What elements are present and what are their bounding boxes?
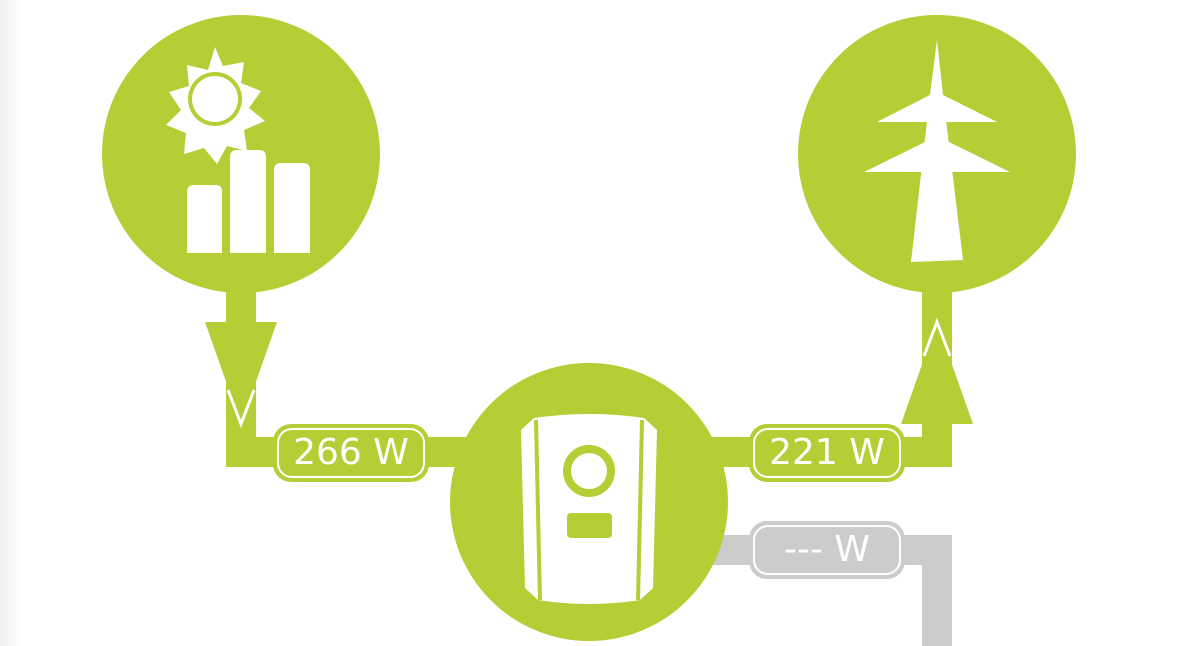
pv-node[interactable] bbox=[102, 15, 380, 293]
grid-power-badge: 221 W bbox=[749, 424, 905, 482]
pv-power-badge: 266 W bbox=[273, 424, 429, 482]
pv-power-value: 266 W bbox=[293, 432, 409, 473]
solar-panel-sun-icon bbox=[166, 47, 310, 253]
left-edge-shadow bbox=[0, 0, 20, 646]
battery-power-value: --- W bbox=[784, 529, 870, 570]
pv-down-arrow-icon bbox=[205, 322, 277, 429]
grid-power-value: 221 W bbox=[769, 432, 885, 473]
inverter-icon bbox=[521, 414, 657, 604]
power-pylon-icon bbox=[864, 40, 1010, 262]
battery-power-badge: --- W bbox=[749, 521, 905, 579]
grid-node[interactable] bbox=[798, 15, 1076, 293]
grid-up-arrow-icon bbox=[901, 317, 973, 424]
inverter-node[interactable] bbox=[450, 363, 728, 641]
